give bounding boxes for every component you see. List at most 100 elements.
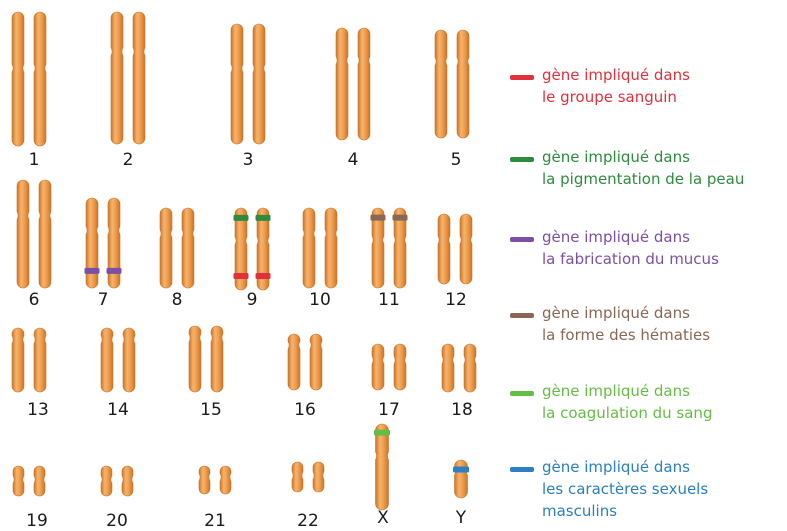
legend-swatch-brown bbox=[510, 313, 534, 318]
gene-marker-peau bbox=[256, 215, 271, 221]
gene-marker-hematies bbox=[371, 215, 386, 221]
chromosome-22-copy-2 bbox=[313, 462, 324, 492]
legend-swatch-blue bbox=[510, 467, 534, 472]
legend-line: gène impliqué dans bbox=[542, 226, 719, 248]
legend-text: gène impliqué dans la fabrication du muc… bbox=[542, 226, 719, 270]
chromosome-1-copy-1 bbox=[12, 12, 24, 146]
chromosome-5-copy-2 bbox=[457, 30, 469, 138]
legend-text: gène impliqué dans le groupe sanguin bbox=[542, 64, 690, 108]
chromosome-11-copy-1 bbox=[371, 208, 386, 288]
legend-line: la forme des hématies bbox=[542, 324, 710, 346]
chromosome-9-copy-2 bbox=[256, 208, 271, 290]
chromosome-number-18: 18 bbox=[451, 400, 473, 420]
chromosome-number-Y: Y bbox=[456, 508, 466, 528]
legend-text: gène impliqué dans les caractères sexuel… bbox=[542, 456, 708, 522]
legend-text: gène impliqué dans la forme des hématies bbox=[542, 302, 710, 346]
chromosome-number-6: 6 bbox=[29, 290, 40, 310]
chromosome-19-copy-1 bbox=[13, 466, 24, 496]
legend-line: la fabrication du mucus bbox=[542, 248, 719, 270]
chromosome-4-copy-2 bbox=[358, 28, 370, 140]
chromosome-3-copy-2 bbox=[253, 24, 265, 144]
legend-swatch-dark-green bbox=[510, 157, 534, 162]
gene-marker-sang_groupe bbox=[234, 273, 249, 279]
chromosome-11-copy-2 bbox=[393, 208, 408, 288]
chromosome-10-copy-1 bbox=[303, 208, 315, 288]
chromosome-6-copy-1 bbox=[17, 180, 29, 288]
chromosome-number-2: 2 bbox=[123, 150, 134, 170]
gene-marker-coagulation bbox=[374, 430, 390, 436]
chromosome-13-copy-1 bbox=[12, 328, 24, 392]
chromosome-14-copy-2 bbox=[123, 328, 135, 392]
gene-marker-mucus bbox=[107, 268, 122, 274]
chromosome-12-copy-1 bbox=[438, 214, 450, 284]
chromosome-number-9: 9 bbox=[247, 290, 258, 310]
chromosome-10-copy-2 bbox=[325, 208, 337, 288]
chromosome-17-copy-2 bbox=[394, 344, 406, 390]
chromosome-Y-copy-1 bbox=[453, 460, 469, 498]
chromosome-2-copy-2 bbox=[133, 12, 145, 144]
chromosome-21-copy-2 bbox=[220, 466, 231, 494]
legend-text: gène impliqué dans la coagulation du san… bbox=[542, 380, 712, 424]
chromosome-number-19: 19 bbox=[26, 511, 48, 531]
legend-line: le groupe sanguin bbox=[542, 86, 690, 108]
chromosome-16-copy-2 bbox=[310, 334, 322, 390]
chromosome-number-14: 14 bbox=[107, 400, 129, 420]
chromosome-number-17: 17 bbox=[378, 400, 400, 420]
chromosome-number-12: 12 bbox=[445, 290, 467, 310]
chromosome-18-copy-1 bbox=[442, 344, 454, 392]
chromosome-18-copy-2 bbox=[464, 344, 476, 392]
gene-marker-mucus bbox=[85, 268, 100, 274]
chromosome-8-copy-2 bbox=[182, 208, 194, 288]
chromosome-1-copy-2 bbox=[34, 12, 46, 146]
chromosome-number-X: X bbox=[377, 508, 389, 528]
gene-marker-peau bbox=[234, 215, 249, 221]
legend-line: gène impliqué dans bbox=[542, 64, 690, 86]
chromosome-number-10: 10 bbox=[309, 290, 331, 310]
chromosome-number-7: 7 bbox=[98, 290, 109, 310]
gene-marker-sexuels bbox=[453, 467, 469, 473]
chromosome-X-copy-1 bbox=[374, 424, 390, 510]
chromosome-number-4: 4 bbox=[348, 150, 359, 170]
chromosome-number-15: 15 bbox=[200, 400, 222, 420]
chromosome-number-8: 8 bbox=[172, 290, 183, 310]
legend-line: gène impliqué dans bbox=[542, 302, 710, 324]
chromosome-16-copy-1 bbox=[288, 334, 300, 390]
chromosome-20-copy-2 bbox=[122, 466, 133, 496]
legend-line: gène impliqué dans bbox=[542, 456, 708, 478]
chromosome-9-copy-1 bbox=[234, 208, 249, 290]
legend-line: la pigmentation de la peau bbox=[542, 168, 744, 190]
legend-swatch-purple bbox=[510, 237, 534, 242]
chromosome-number-5: 5 bbox=[451, 150, 462, 170]
chromosome-number-11: 11 bbox=[378, 290, 400, 310]
chromosome-number-13: 13 bbox=[27, 400, 49, 420]
legend-line: masculins bbox=[542, 500, 708, 522]
chromosome-15-copy-2 bbox=[211, 326, 223, 392]
chromosome-7-copy-1 bbox=[85, 198, 100, 288]
legend-swatch-red bbox=[510, 75, 534, 80]
chromosome-3-copy-1 bbox=[231, 24, 243, 144]
chromosome-number-21: 21 bbox=[204, 511, 226, 531]
chromosome-number-22: 22 bbox=[297, 511, 319, 531]
legend-line: gène impliqué dans bbox=[542, 146, 744, 168]
chromosome-13-copy-2 bbox=[34, 328, 46, 392]
chromosome-15-copy-1 bbox=[189, 326, 201, 392]
chromosome-5-copy-1 bbox=[435, 30, 447, 138]
gene-marker-hematies bbox=[393, 215, 408, 221]
legend-text: gène impliqué dans la pigmentation de la… bbox=[542, 146, 744, 190]
chromosome-number-3: 3 bbox=[243, 150, 254, 170]
chromosome-2-copy-1 bbox=[111, 12, 123, 144]
chromosome-20-copy-1 bbox=[101, 466, 112, 496]
chromosome-21-copy-1 bbox=[199, 466, 210, 494]
legend-swatch-light-green bbox=[510, 391, 534, 396]
legend-line: les caractères sexuels bbox=[542, 478, 708, 500]
chromosome-number-20: 20 bbox=[106, 511, 128, 531]
chromosome-number-1: 1 bbox=[29, 150, 40, 170]
legend-line: gène impliqué dans bbox=[542, 380, 712, 402]
chromosome-14-copy-1 bbox=[101, 328, 113, 392]
chromosome-19-copy-2 bbox=[34, 466, 45, 496]
gene-marker-sang_groupe bbox=[256, 273, 271, 279]
chromosome-8-copy-1 bbox=[160, 208, 172, 288]
chromosome-4-copy-1 bbox=[336, 28, 348, 140]
chromosome-12-copy-2 bbox=[460, 214, 472, 284]
